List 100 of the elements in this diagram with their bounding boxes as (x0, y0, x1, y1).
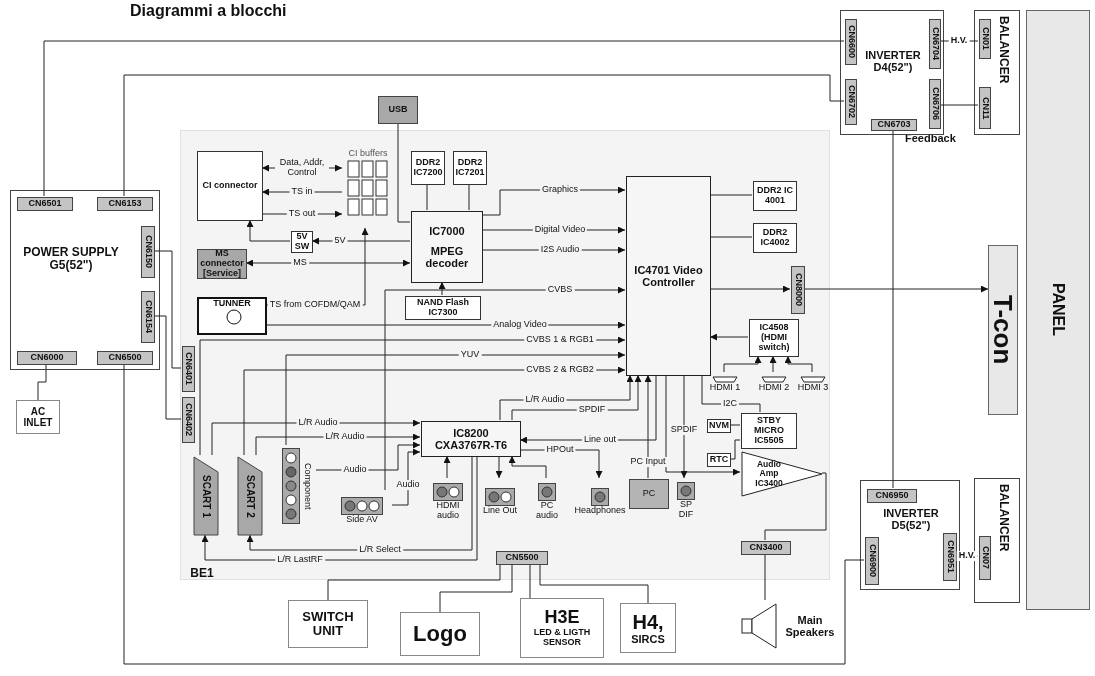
connector-box (141, 226, 155, 278)
edge-label: TS out (286, 209, 318, 219)
node-label: CN5500 (505, 553, 539, 563)
connector-line (764, 472, 827, 541)
connector-line (729, 424, 741, 426)
arrow (644, 374, 652, 479)
arrow (709, 285, 791, 293)
module-box (988, 245, 1018, 415)
connector-line (892, 129, 894, 489)
connector-box (141, 291, 155, 343)
node-label: DDR2 IC7201 (454, 158, 486, 178)
arrow (438, 281, 446, 296)
node-label: IC4701 Video Controller (633, 263, 704, 289)
connector-line (529, 563, 531, 599)
node-label: NAND Flash IC7300 (416, 298, 470, 318)
connector-box (867, 489, 917, 503)
module-box (10, 190, 160, 370)
arrow (769, 355, 777, 373)
arrow (723, 355, 762, 373)
connector-line (37, 363, 47, 401)
edge-label: L/R Audio (523, 395, 567, 405)
tuner-box (197, 297, 267, 335)
connector-box (97, 351, 153, 365)
edge-label: HPOut (544, 445, 576, 455)
connector-line (468, 183, 470, 211)
edge-label: 5V (332, 236, 348, 246)
edge-label: I2C (721, 399, 739, 409)
node-label: CN6706 (930, 87, 940, 121)
node-label: SCART 2 (244, 474, 256, 518)
edge-label: L/R Audio (323, 432, 367, 442)
module-box (16, 400, 60, 434)
module-box (1026, 10, 1090, 610)
node-label: MPEG decoder (424, 244, 470, 270)
arrow (311, 237, 411, 245)
edge-label: L/R LastRF (275, 555, 325, 565)
connector-line (397, 123, 411, 223)
arrow (246, 219, 291, 242)
node-label: HDMI 3 (797, 382, 829, 393)
node-label: PC (642, 489, 656, 499)
node-label: RTC (709, 455, 729, 465)
scart-connector (193, 456, 219, 536)
module-box (974, 10, 1020, 135)
connector-box (496, 551, 548, 565)
arrow (245, 259, 411, 267)
connector-box (182, 346, 195, 392)
node-label: DDR2 IC 4001 (756, 186, 794, 206)
module-box (840, 10, 944, 135)
node-label: CI buffers (348, 149, 388, 159)
node-label: CN07 (980, 546, 990, 570)
edge-label: Data, Addr, Control (275, 158, 329, 178)
connector-box (845, 19, 857, 65)
connector-line (939, 104, 979, 106)
connector-line (426, 183, 428, 211)
diagram-title: Diagrammi a blocchi (130, 2, 287, 20)
node-label: SP DIF (677, 500, 695, 520)
arrow (803, 285, 989, 293)
port-box (378, 96, 418, 124)
node-label: CN6950 (875, 491, 909, 501)
edge-label: MS (291, 258, 309, 268)
edge-label: SPDIF (576, 405, 608, 415)
node-label: H4, (632, 610, 664, 633)
chip-box (411, 211, 483, 283)
circuit-board-area (180, 130, 830, 580)
edge-label: I2S Audio (538, 245, 582, 255)
edge-label: L/R Select (357, 545, 403, 555)
chip-box (741, 413, 797, 449)
scart-connector (237, 456, 263, 536)
node-label: CN6600 (846, 25, 856, 59)
connector-box (865, 537, 879, 585)
node-label: AC INLET (22, 406, 54, 428)
node-label: CN6150 (143, 235, 153, 269)
connector-box (979, 19, 991, 59)
edge-label: Digital Video (532, 225, 588, 235)
arrow (495, 455, 503, 479)
chip-box (197, 151, 263, 221)
module-title: INVERTER D5(52") (882, 507, 940, 532)
node-label: IC4508 (HDMI switch) (757, 323, 791, 353)
edge-label: Analog Video (491, 320, 549, 330)
connector-box (871, 119, 917, 131)
edge-label: H.V. (948, 36, 970, 46)
node-label: PC audio (535, 501, 559, 521)
node-label: Logo (413, 621, 467, 647)
node-label: SWITCH UNIT (301, 609, 355, 639)
node-label: CN6401 (183, 352, 194, 386)
node-label: Line Out (483, 506, 517, 516)
node-label: CN6501 (28, 199, 62, 209)
node-label: CN6951 (945, 540, 955, 574)
node-label: CN3400 (749, 543, 783, 553)
node-label: CN6900 (867, 544, 877, 578)
connector-box (979, 87, 991, 129)
module-box (288, 600, 368, 648)
node-label: T-con (988, 295, 1018, 365)
node-label: Component (302, 462, 313, 510)
module-title: BE1 (189, 567, 215, 581)
chip-box (453, 151, 487, 185)
connector-box (182, 397, 195, 443)
chip-box (405, 296, 481, 320)
node-label: CN6500 (108, 353, 142, 363)
node-label: CI connector (202, 181, 258, 191)
edge-label: H.V. (956, 551, 978, 561)
